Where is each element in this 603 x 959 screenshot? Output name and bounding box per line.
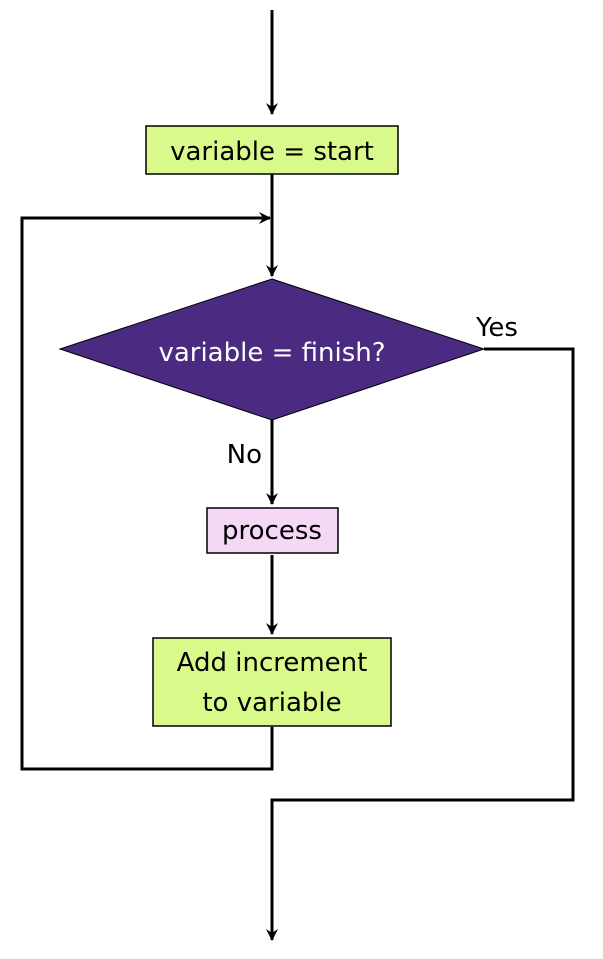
no-label: No: [227, 440, 262, 470]
loop-back-arrow: [20, 212, 274, 771]
process-box: [206, 507, 339, 554]
init-box: [145, 125, 399, 175]
increment-label-line2: to variable: [202, 688, 341, 718]
increment-box: [152, 637, 392, 727]
init-label: variable = start: [170, 137, 374, 167]
yes-label: Yes: [475, 313, 518, 343]
process-label: process: [222, 516, 322, 546]
decision-diamond: [58, 278, 486, 421]
decision-label: variable = finish?: [158, 338, 385, 368]
increment-label-line1: Add increment: [177, 648, 368, 678]
yes-branch-edge: [266, 347, 575, 941]
